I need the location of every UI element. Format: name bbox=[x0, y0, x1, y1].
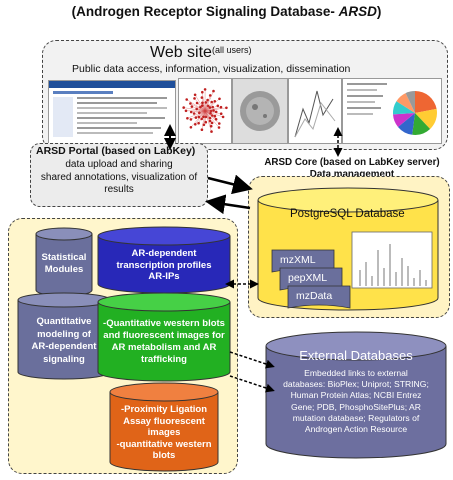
transcription-line-1: AR-dependent bbox=[131, 248, 197, 259]
western-line-2: and fluorescent images for bbox=[103, 330, 225, 341]
external-line-5: mutation database; Regulators of bbox=[292, 412, 420, 423]
proximity-line-2: Assay fluorescent bbox=[123, 415, 205, 427]
statistical-cylinder bbox=[35, 227, 93, 297]
external-description: Embedded links to external databases: Bi… bbox=[272, 368, 440, 435]
western-line-4: trafficking bbox=[141, 354, 187, 365]
proximity-label: -Proximity Ligation Assay fluorescent im… bbox=[110, 404, 218, 462]
portal-title: ARSD Portal (based on LabKey) bbox=[36, 145, 196, 157]
external-line-4: Gene; PDB, PhosphoSitePlus; AR bbox=[291, 401, 421, 412]
title-close: ) bbox=[376, 4, 382, 19]
proximity-line-3: images bbox=[147, 427, 181, 438]
proximity-cylinder bbox=[109, 382, 219, 472]
plot-image bbox=[288, 78, 342, 144]
statistical-line-2: Modules bbox=[44, 263, 84, 275]
arrow-core-to-portal bbox=[205, 194, 251, 215]
spectrum-plot bbox=[351, 231, 433, 289]
network-image bbox=[178, 78, 232, 144]
western-label: -Quantitative western blots and fluoresc… bbox=[98, 318, 230, 366]
core-line-2: Data management bbox=[309, 169, 395, 180]
western-line-1: -Quantitative western blots bbox=[103, 318, 225, 329]
transcription-label: AR-dependent transcription profiles AR-I… bbox=[98, 248, 230, 283]
webpage-thumbnail bbox=[49, 81, 175, 137]
mzdata-doc bbox=[287, 285, 351, 309]
website-subtitle: Public data access, information, visuali… bbox=[72, 63, 351, 75]
transcription-line-2: transcription profiles bbox=[116, 259, 212, 271]
quantitative-cylinder bbox=[17, 292, 111, 380]
external-line-6: Androgen Action Resource bbox=[304, 424, 408, 435]
proximity-line-4: -quantitative western bbox=[116, 438, 212, 450]
external-line-2: databases: BioPlex; Uniprot; STRING; bbox=[283, 379, 429, 390]
quantitative-line-3: AR-dependent bbox=[31, 341, 97, 352]
portal-description: data upload and sharing shared annotatio… bbox=[34, 159, 204, 197]
portal-panel bbox=[30, 143, 208, 207]
diagram-title: (Androgen Receptor Signaling Database- A… bbox=[0, 4, 453, 19]
cell-image bbox=[232, 78, 288, 144]
website-title-text: Web site bbox=[150, 44, 212, 61]
portal-line-1: data upload and sharing bbox=[65, 159, 173, 170]
external-line-3: Human Protein Atlas; NCBI Entrez bbox=[290, 390, 422, 401]
transcription-cylinder bbox=[97, 226, 231, 294]
western-cylinder bbox=[97, 292, 231, 382]
network-graph bbox=[182, 88, 228, 133]
core-title: ARSD Core (based on LabKey server) Data … bbox=[262, 157, 442, 181]
website-screenshot bbox=[48, 80, 176, 144]
proximity-line-5: blots bbox=[152, 450, 176, 461]
scatter-thumbnail bbox=[294, 90, 336, 138]
database-title: PostgreSQL Database bbox=[290, 208, 405, 220]
external-line-1: Embedded links to external bbox=[304, 368, 408, 378]
quantitative-label: Quantitative modeling of AR-dependent si… bbox=[18, 316, 110, 366]
title-italic: ARSD bbox=[338, 4, 377, 19]
arrow-portal-to-core bbox=[207, 174, 253, 195]
format-mzdata: mzData bbox=[296, 290, 333, 302]
statistical-line-1: Statistical bbox=[41, 252, 87, 263]
pie-image bbox=[342, 78, 442, 144]
arrow-modules-external bbox=[229, 351, 275, 393]
transcription-line-3: AR-IPs bbox=[148, 271, 180, 282]
website-users-note: (all users) bbox=[211, 45, 252, 55]
external-title: External Databases bbox=[299, 348, 413, 363]
portal-line-2: shared annotations, visualization of bbox=[40, 171, 198, 183]
website-title: Web site(all users) bbox=[150, 44, 251, 62]
format-pepxml: pepXML bbox=[288, 272, 328, 284]
quantitative-line-2: modeling of bbox=[37, 328, 91, 340]
format-mzxml: mzXML bbox=[280, 254, 316, 266]
quantitative-line-4: signaling bbox=[43, 353, 85, 365]
external-cylinder bbox=[265, 331, 447, 459]
pie-thumbnail bbox=[347, 83, 437, 135]
statistical-label: Statistical Modules bbox=[36, 252, 92, 275]
title-main: (Androgen Receptor Signaling Database- bbox=[71, 4, 339, 19]
proximity-line-1: -Proximity Ligation bbox=[120, 404, 208, 415]
portal-line-3: results bbox=[104, 184, 134, 195]
core-line-1: ARSD Core (based on LabKey server) bbox=[264, 157, 440, 168]
microscopy-thumbnail bbox=[240, 91, 280, 131]
quantitative-line-1: Quantitative bbox=[36, 316, 92, 327]
western-line-3: AR metabolism and AR bbox=[111, 342, 217, 353]
